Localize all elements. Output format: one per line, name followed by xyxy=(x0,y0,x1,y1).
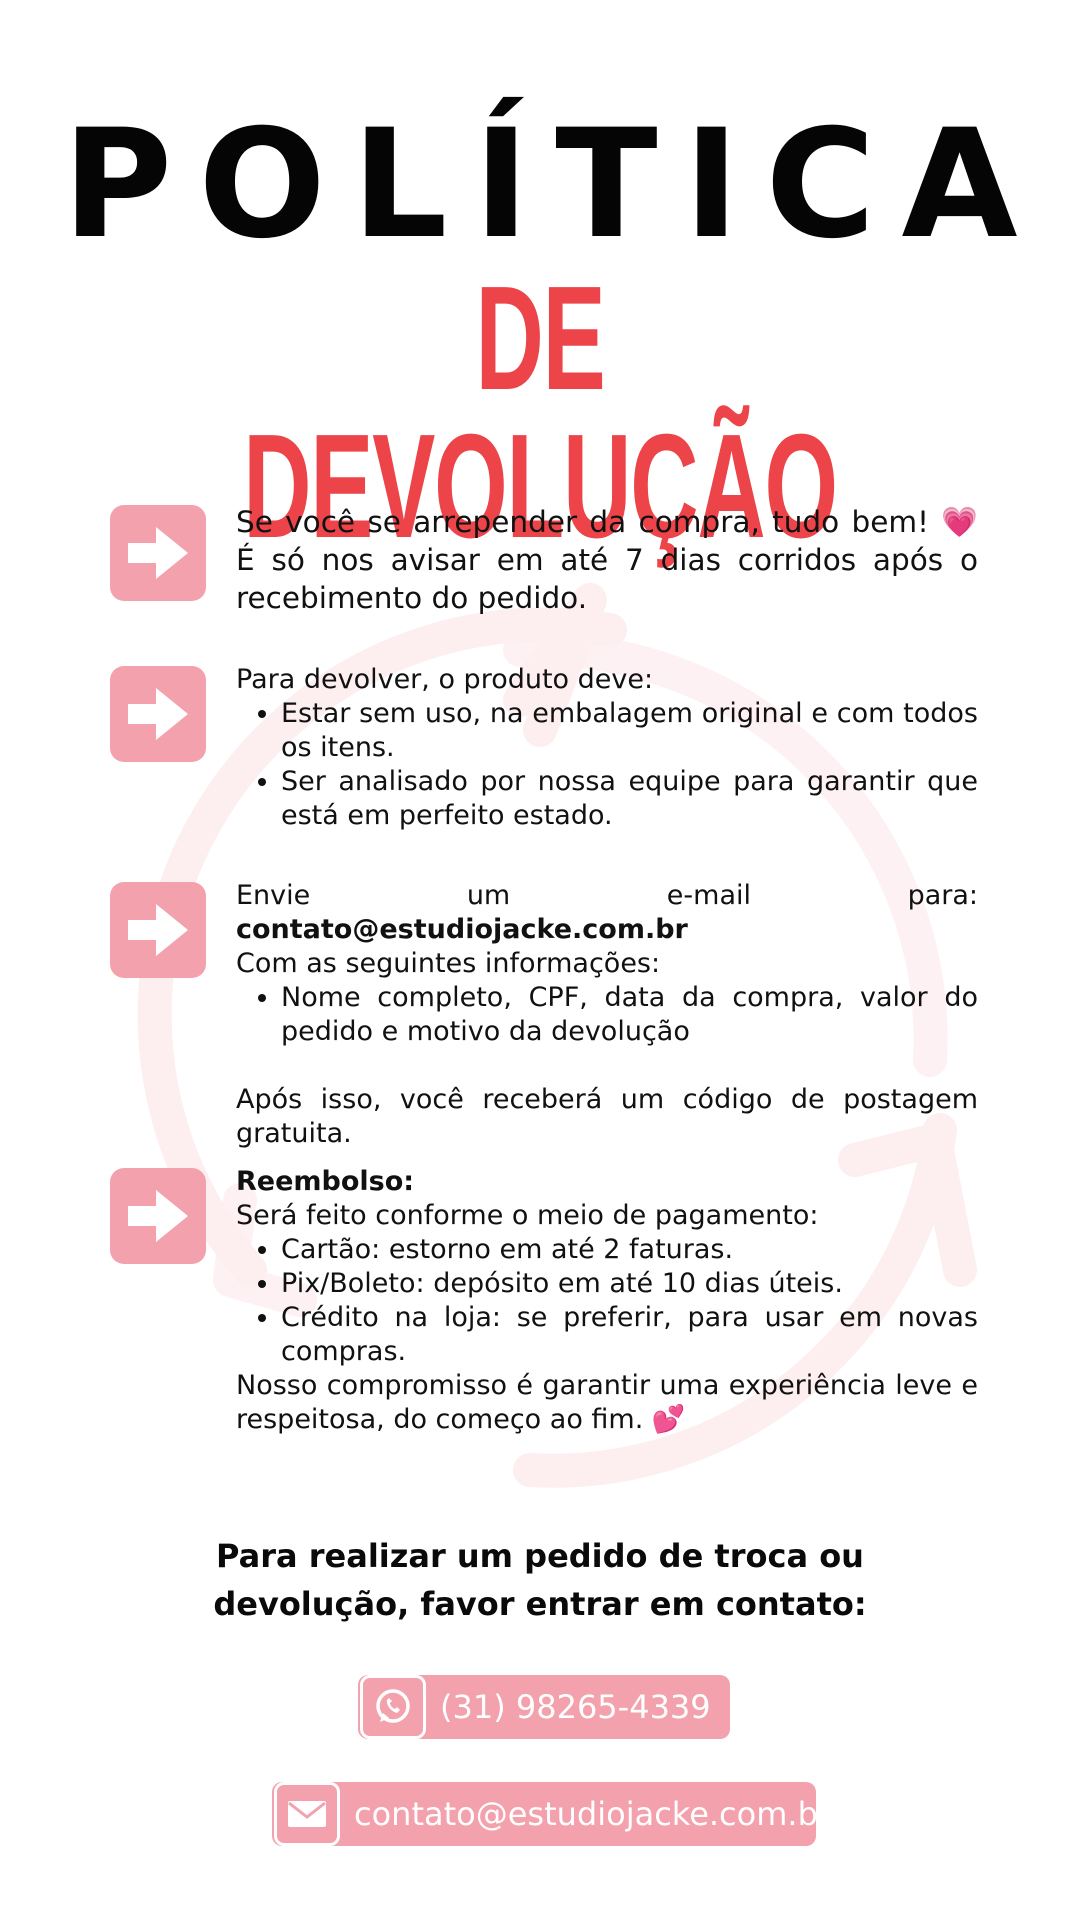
whatsapp-contact-button[interactable]: (31) 98265-4339 xyxy=(358,1675,730,1739)
notice-text: Se você se arrepender da compra, tudo be… xyxy=(236,505,978,615)
info-intro: Com as seguintes informações: xyxy=(236,948,661,979)
arrow-right-icon xyxy=(110,666,206,762)
email-instruction: Envie um e-mail para: contato@estudiojac… xyxy=(236,879,978,947)
mail-icon xyxy=(274,1782,340,1846)
refund-intro: Será feito conforme o meio de pagamento: xyxy=(236,1200,819,1231)
conditions-list: Estar sem uso, na embalagem original e c… xyxy=(236,697,978,833)
list-item: Crédito na loja: se preferir, para usar … xyxy=(281,1301,978,1369)
arrow-right-icon xyxy=(110,505,206,601)
list-item: Cartão: estorno em até 2 faturas. xyxy=(281,1233,978,1267)
refund-heading-line: Reembolso: xyxy=(236,1165,978,1199)
email-contact: contato@estudiojacke.com.br xyxy=(354,1795,832,1833)
conditions-section: Para devolver, o produto deve: Estar sem… xyxy=(236,663,978,833)
closing-text: Nosso compromisso é garantir uma experiê… xyxy=(236,1370,978,1435)
after-text: Após isso, você receberá um código de po… xyxy=(236,1084,978,1149)
phone-number: (31) 98265-4339 xyxy=(440,1688,711,1726)
refund-list: Cartão: estorno em até 2 faturas. Pix/Bo… xyxy=(236,1233,978,1369)
arrow-right-icon xyxy=(110,1168,206,1264)
list-item: Pix/Boleto: depósito em até 10 dias útei… xyxy=(281,1267,978,1301)
conditions-intro: Para devolver, o produto deve: xyxy=(236,664,654,695)
email-address: contato@estudiojacke.com.br xyxy=(236,914,688,945)
refund-section: Reembolso: Será feito conforme o meio de… xyxy=(236,1165,978,1437)
arrow-right-icon xyxy=(110,882,206,978)
cta-line: devolução, favor entrar em contato: xyxy=(213,1585,867,1623)
list-item: Ser analisado por nossa equipe para gara… xyxy=(281,765,978,833)
email-section: Envie um e-mail para: contato@estudiojac… xyxy=(236,879,978,1151)
list-item: Nome completo, CPF, data da compra, valo… xyxy=(281,981,978,1049)
notice-section: Se você se arrepender da compra, tudo be… xyxy=(236,503,978,617)
page-title: POLÍTICA xyxy=(62,98,1044,272)
info-list: Nome completo, CPF, data da compra, valo… xyxy=(236,981,978,1049)
page-subtitle: DE DEVOLUÇÃO xyxy=(243,256,838,569)
email-contact-button[interactable]: contato@estudiojacke.com.br xyxy=(272,1782,831,1846)
refund-heading: Reembolso: xyxy=(236,1166,415,1197)
contact-cta: Para realizar um pedido de troca ou devo… xyxy=(0,1532,1080,1628)
email-prefix: Envie um e-mail para: xyxy=(236,880,978,911)
cta-line: Para realizar um pedido de troca ou xyxy=(216,1537,864,1575)
list-item: Estar sem uso, na embalagem original e c… xyxy=(281,697,978,765)
whatsapp-icon xyxy=(360,1675,426,1739)
